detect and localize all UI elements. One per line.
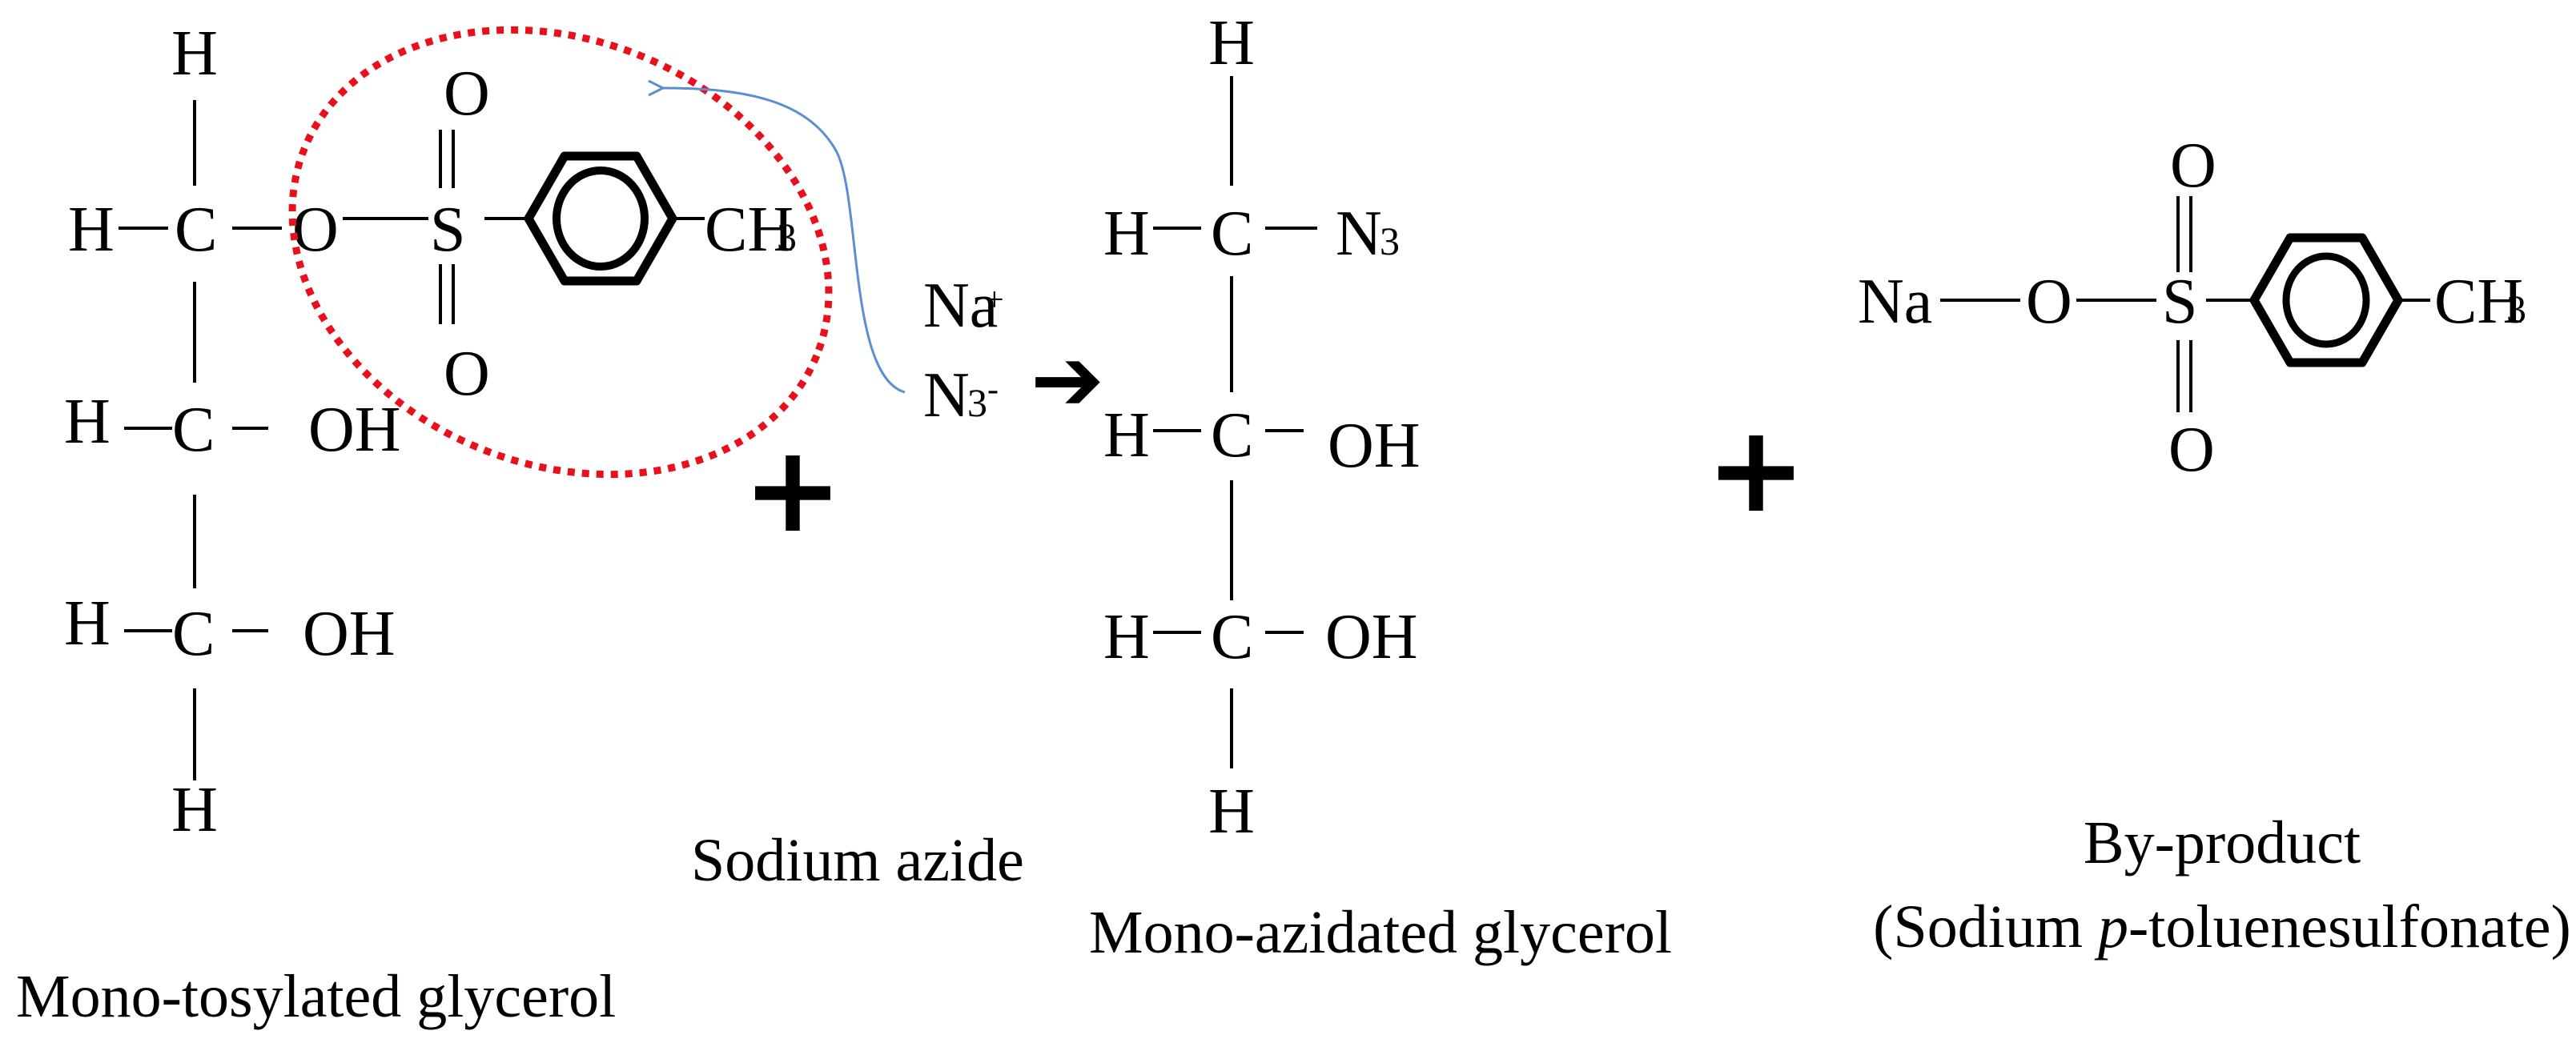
- plus-sign: +: [742, 420, 843, 560]
- atom-label: S: [2162, 267, 2198, 337]
- atom-label: O: [444, 339, 490, 409]
- atom-label: C: [1211, 602, 1253, 672]
- atom-label: O: [2170, 130, 2216, 201]
- atom-label: OH: [1325, 602, 1418, 672]
- atom-label: OH: [308, 395, 401, 465]
- charge-label: +: [985, 282, 1004, 319]
- byproduct-name-part: -toluenesulfonate): [2128, 893, 2571, 961]
- subscript-label: 3: [1380, 219, 1400, 263]
- reaction-arrow: ➔: [1031, 328, 1104, 431]
- mono-azidated-glycerol-structure: H H C N 3 H C OH H C OH H: [1103, 8, 1421, 847]
- atom-label: H: [1103, 199, 1150, 269]
- nucleophilic-attack-arrow: [663, 88, 906, 394]
- byproduct-name-label: (Sodium p-toluenesulfonate): [1873, 893, 2571, 961]
- atom-label: H: [68, 195, 115, 265]
- atom-label: N: [1336, 199, 1382, 269]
- sodium-p-toluenesulfonate-structure: Na O S O O CH 3: [1858, 130, 2526, 485]
- atom-label: S: [430, 195, 466, 265]
- product1-label: Mono-azidated glycerol: [1089, 899, 1672, 966]
- atom-label: Na: [923, 271, 998, 341]
- reactant2-label: Sodium azide: [691, 827, 1024, 894]
- subscript-label: 3: [967, 380, 987, 425]
- atom-label: O: [444, 58, 490, 129]
- byproduct-name-part: (Sodium: [1873, 893, 2098, 961]
- atom-label: OH: [1328, 411, 1421, 481]
- atom-label: H: [171, 18, 218, 89]
- atom-label: O: [2168, 415, 2215, 485]
- byproduct-name-italic: p: [2094, 893, 2128, 961]
- atom-label: OH: [303, 599, 396, 669]
- subscript-label: 3: [2506, 287, 2526, 331]
- byproduct-label: By-product: [2084, 809, 2361, 876]
- atom-label: C: [172, 599, 215, 669]
- atom-label: N: [923, 360, 970, 431]
- atom-label: H: [1208, 776, 1255, 847]
- atom-label: C: [1211, 199, 1253, 269]
- atom-label: Na: [1858, 267, 1932, 337]
- atom-label: H: [64, 387, 111, 457]
- atom-label: CH: [705, 195, 794, 265]
- atom-label: C: [172, 395, 215, 465]
- atom-label: C: [175, 195, 217, 265]
- benzene-ring: [524, 151, 677, 286]
- subscript-label: 3: [777, 215, 797, 259]
- benzene-aromatic-circle: [2282, 252, 2370, 348]
- atom-label: H: [171, 775, 218, 845]
- atom-label: O: [292, 195, 339, 265]
- atom-label: H: [1103, 400, 1150, 471]
- leaving-group-highlight: [288, 26, 833, 479]
- atom-label: H: [64, 588, 111, 659]
- plus-sign: +: [1706, 400, 1806, 540]
- sodium-azide-structure: Na + N 3 -: [923, 271, 1004, 431]
- atom-label: CH: [2434, 267, 2523, 337]
- atom-label: O: [2026, 267, 2072, 337]
- atom-label: C: [1211, 400, 1253, 471]
- atom-label: H: [1103, 602, 1150, 672]
- benzene-aromatic-circle: [553, 166, 649, 271]
- mono-tosylated-glycerol-structure: H H C O S O O CH 3 H C OH H C OH H: [64, 18, 797, 845]
- benzene-ring: [2249, 233, 2403, 367]
- reactant1-label: Mono-tosylated glycerol: [16, 963, 616, 1030]
- atom-label: H: [1208, 8, 1255, 78]
- charge-label: -: [987, 371, 999, 408]
